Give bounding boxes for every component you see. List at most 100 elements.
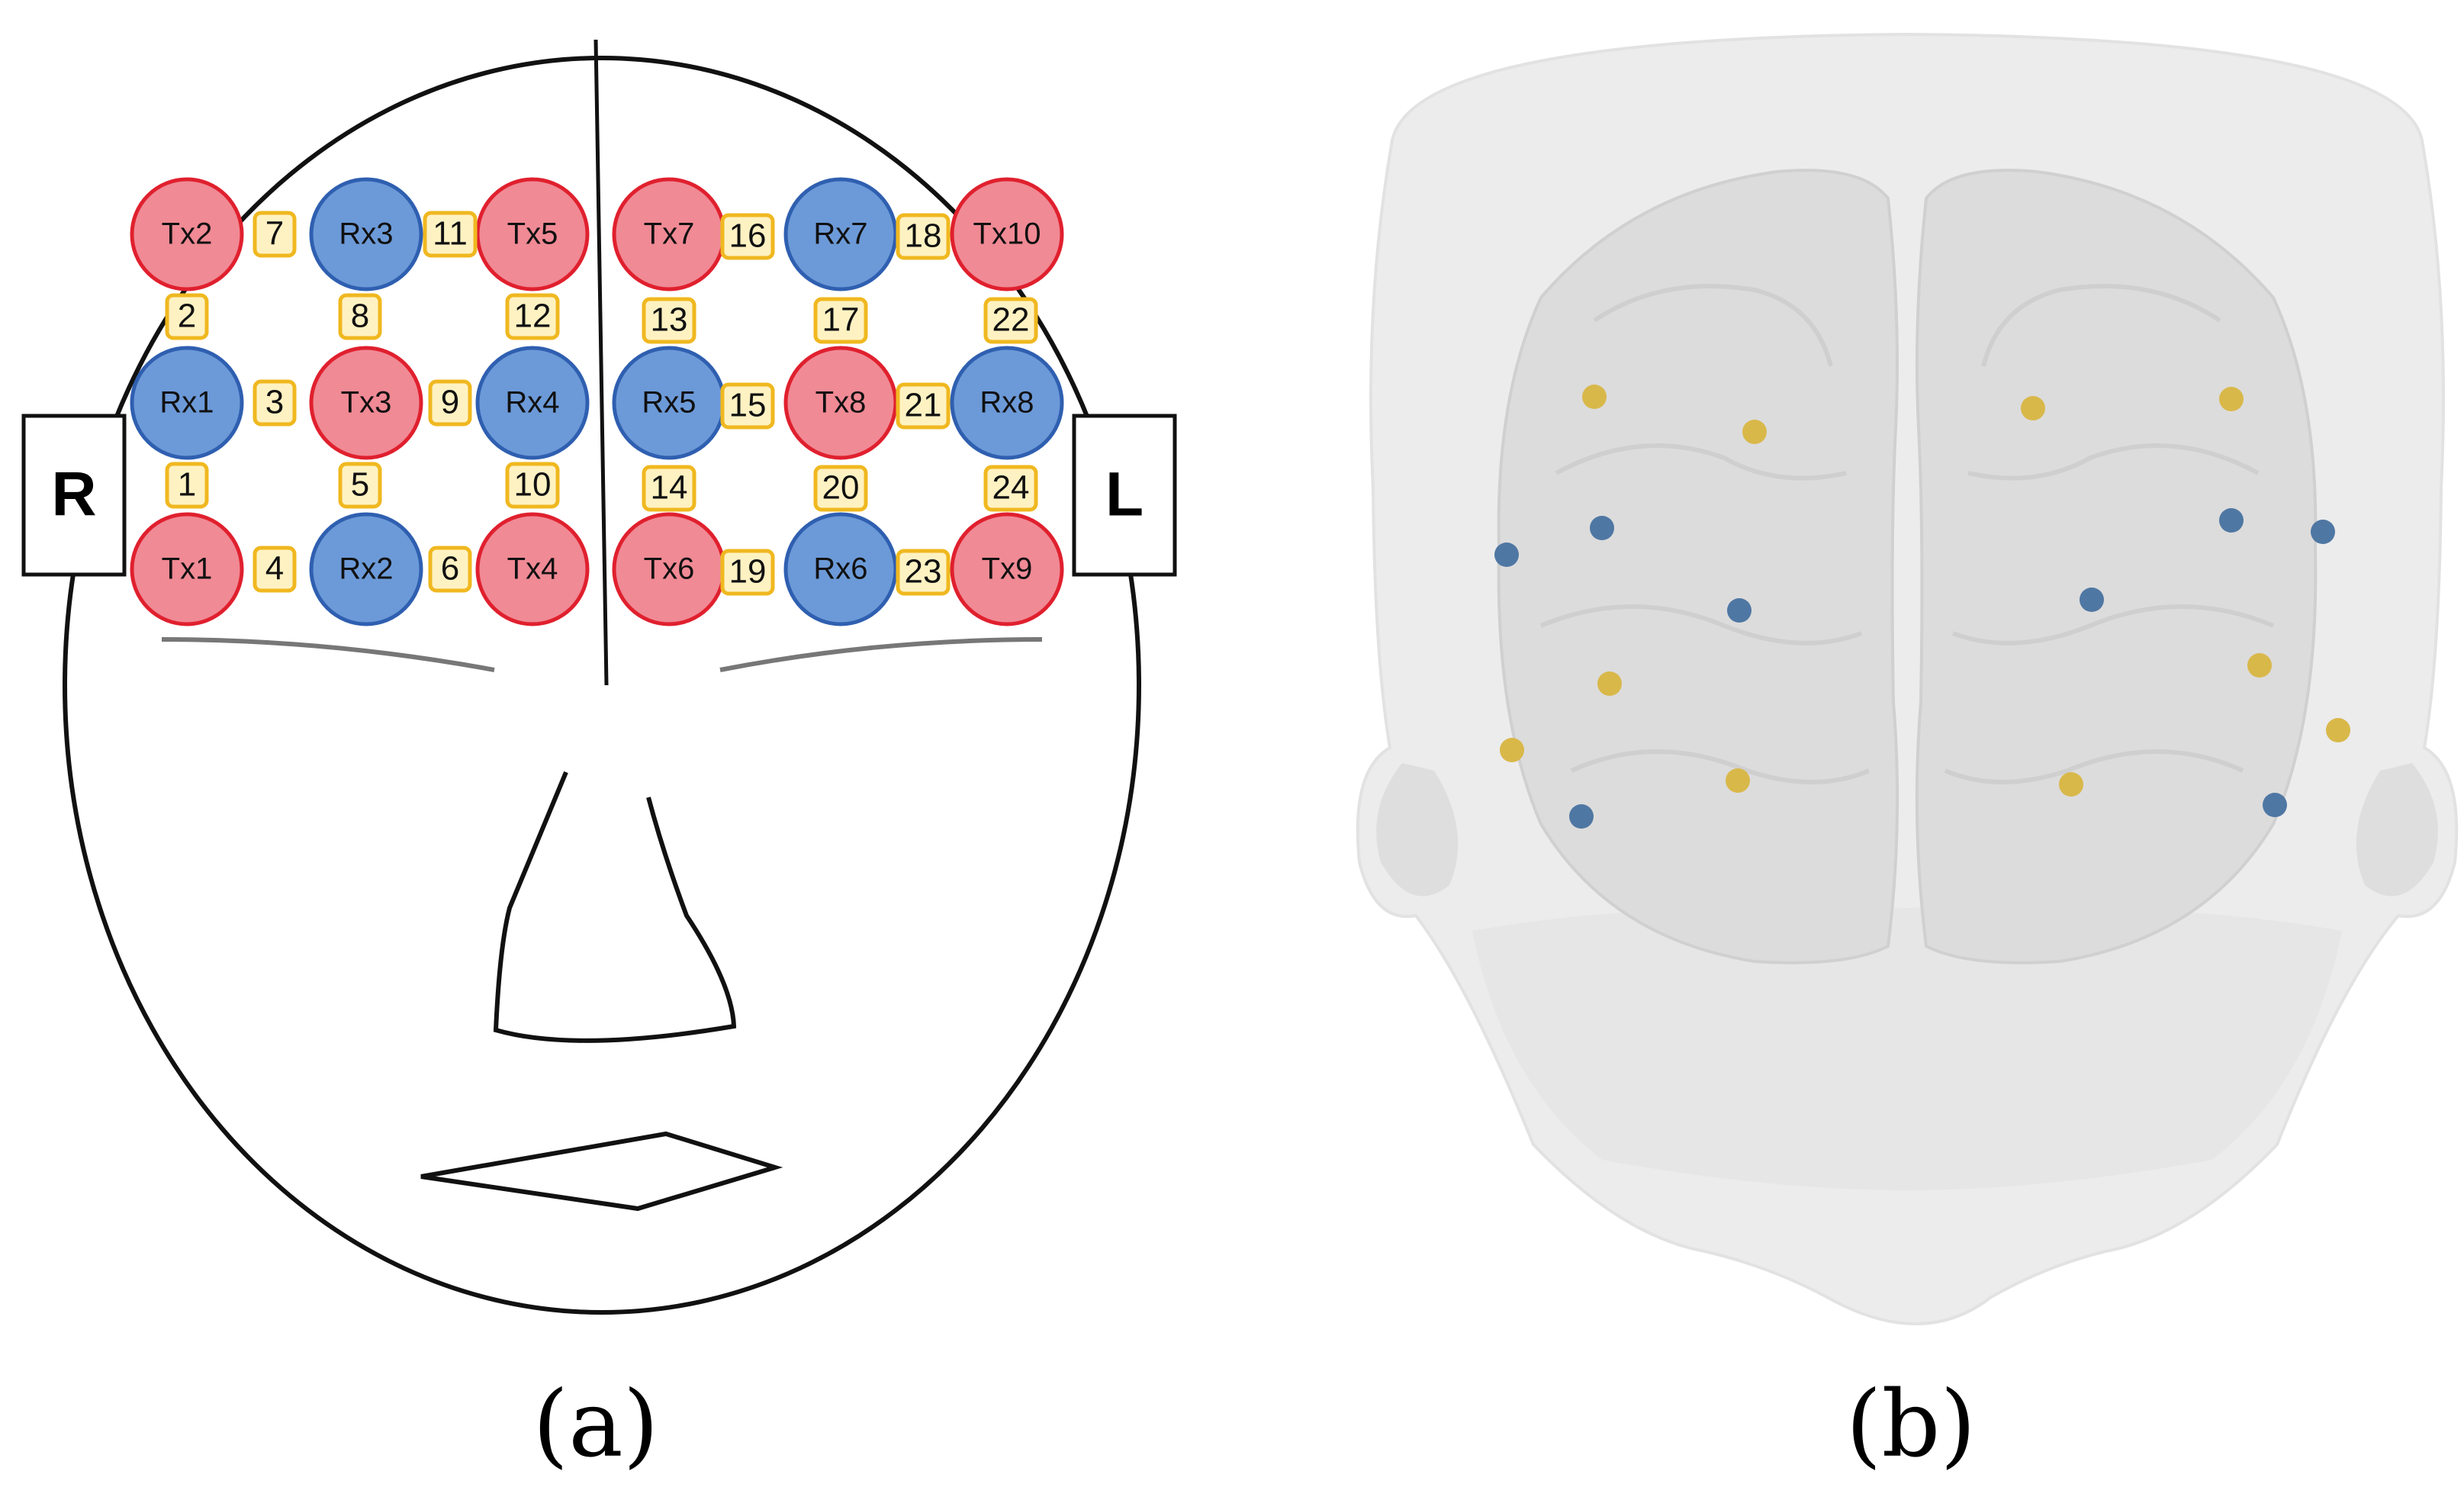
channel-14: 14 <box>642 465 696 512</box>
optode-label: Tx3 <box>341 386 392 420</box>
source-dot <box>1597 671 1622 696</box>
detector-dot <box>2263 793 2287 817</box>
optode-rx7: Rx7 <box>783 177 898 291</box>
channel-label: 21 <box>905 387 942 424</box>
channel-label: 7 <box>265 215 284 253</box>
channel-6: 6 <box>428 546 472 593</box>
channel-label: 14 <box>651 469 688 507</box>
source-dot <box>1582 385 1607 409</box>
channel-15: 15 <box>720 382 775 430</box>
channel-label: 8 <box>351 298 369 335</box>
optode-projections <box>1494 385 2350 829</box>
optode-label: Tx8 <box>815 386 867 420</box>
midline <box>593 39 609 686</box>
optode-label: Tx1 <box>162 552 213 586</box>
detector-dot <box>2080 588 2104 612</box>
channel-label: 23 <box>905 553 942 591</box>
optode-rx5: Rx5 <box>612 346 726 460</box>
optode-tx8: Tx8 <box>783 346 898 460</box>
channel-label: 4 <box>265 550 284 588</box>
detector-dot <box>2311 520 2335 544</box>
channel-7: 7 <box>253 211 297 258</box>
channel-24: 24 <box>983 465 1038 512</box>
channel-18: 18 <box>896 213 951 260</box>
source-dot <box>2326 718 2350 742</box>
detector-dot <box>1569 804 1594 829</box>
optode-tx10: Tx10 <box>950 177 1064 291</box>
optode-label: Tx4 <box>507 552 558 586</box>
channel-label: 19 <box>729 553 767 591</box>
channel-17: 17 <box>813 297 868 344</box>
channel-label: 6 <box>441 550 459 588</box>
channel-label: 20 <box>822 469 860 507</box>
source-dot <box>1500 738 1524 762</box>
optode-tx9: Tx9 <box>950 512 1064 626</box>
detector-dot <box>1727 598 1751 623</box>
channel-label: 16 <box>729 217 767 255</box>
source-dot <box>2059 772 2083 797</box>
optode-label: Rx6 <box>813 552 867 586</box>
channel-8: 8 <box>338 293 382 340</box>
panel-b-caption: (b) <box>1846 1372 1976 1478</box>
side-label-left-box: L <box>1072 414 1177 577</box>
channel-label: 12 <box>514 298 552 335</box>
source-dot <box>2247 653 2272 678</box>
optode-tx1: Tx1 <box>130 512 244 626</box>
channel-label: 1 <box>178 466 196 504</box>
channel-label: 22 <box>992 301 1030 339</box>
channel-label: 11 <box>433 215 468 253</box>
channel-3: 3 <box>253 379 297 427</box>
source-dot <box>1742 420 1767 444</box>
optode-tx4: Tx4 <box>475 512 590 626</box>
source-dot <box>2219 387 2244 411</box>
side-label-right: R <box>51 460 96 530</box>
side-label-right-box: R <box>21 414 127 577</box>
channel-22: 22 <box>983 297 1038 344</box>
optode-rx6: Rx6 <box>783 512 898 626</box>
channel-20: 20 <box>813 465 868 512</box>
optode-tx5: Tx5 <box>475 177 590 291</box>
channel-4: 4 <box>253 546 297 593</box>
optode-label: Tx7 <box>644 217 695 251</box>
optode-tx6: Tx6 <box>612 512 726 626</box>
optode-tx3: Tx3 <box>309 346 423 460</box>
right-ear <box>1376 763 1459 897</box>
channel-16: 16 <box>720 213 775 260</box>
channel-10: 10 <box>505 462 560 509</box>
brain-gyri <box>1539 284 2275 784</box>
channel-label: 13 <box>651 301 688 339</box>
optode-label: Tx9 <box>982 552 1033 586</box>
optode-label: Rx2 <box>339 552 393 586</box>
channel-11: 11 <box>423 211 478 258</box>
left-eyebrow <box>719 637 1043 672</box>
panel-a-caption: (a) <box>532 1372 658 1478</box>
brain-right-hemisphere <box>1497 169 1899 964</box>
detector-dot <box>1590 516 1614 540</box>
optode-rx4: Rx4 <box>475 346 590 460</box>
optode-label: Rx8 <box>979 386 1034 420</box>
mouth <box>420 1131 783 1212</box>
optode-label: Tx6 <box>644 552 695 586</box>
optode-label: Rx4 <box>505 386 559 420</box>
channel-label: 15 <box>729 387 767 424</box>
detector-dot <box>1494 543 1519 567</box>
detector-dot <box>2219 508 2244 533</box>
channel-label: 2 <box>178 298 196 335</box>
optode-rx3: Rx3 <box>309 177 423 291</box>
right-eyebrow <box>161 637 495 672</box>
channel-label: 10 <box>514 466 552 504</box>
optode-label: Rx5 <box>642 386 696 420</box>
optode-rx8: Rx8 <box>950 346 1064 460</box>
optode-label: Rx3 <box>339 217 393 251</box>
panel-b-brain-render: (b) <box>1356 32 2459 1478</box>
channel-12: 12 <box>505 293 560 340</box>
face-lower-shadow <box>1472 906 2342 1190</box>
channel-5: 5 <box>338 462 382 509</box>
optode-tx7: Tx7 <box>612 177 726 291</box>
optode-label: Tx2 <box>162 217 213 251</box>
channel-label: 17 <box>822 301 860 339</box>
channel-label: 9 <box>441 384 459 421</box>
channel-1: 1 <box>165 462 209 509</box>
left-ear <box>2356 763 2438 897</box>
